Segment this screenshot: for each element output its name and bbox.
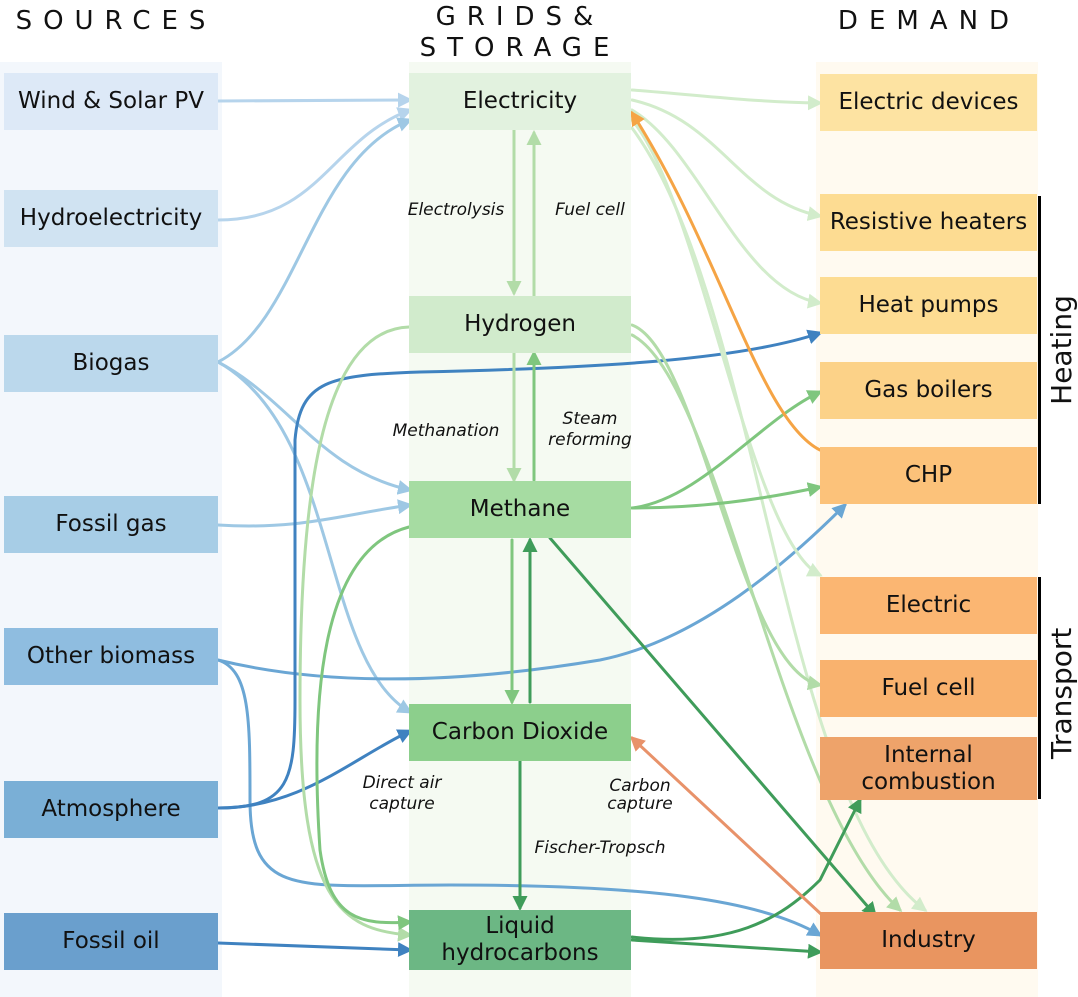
flow-liquid-to-ice [630,797,862,941]
demand-gas-boilers: Gas boilers [820,362,1037,419]
label-carbon-capture-2: capture [607,794,673,814]
flow-industry-to-co2 [629,735,824,917]
heating-bracket [1038,196,1041,504]
sources-header: SOURCES [15,6,217,36]
liquid-label-line1: Liquid [485,913,555,939]
flow-biogas-to-electricity [216,117,413,364]
grid-carbon-dioxide: Carbon Dioxide [409,704,631,761]
demand-internal-combustion: Internal combustion [820,737,1037,800]
source-hydroelectricity: Hydroelectricity [4,190,218,247]
flow-hydrogen-to-liquid [298,325,413,942]
source-fossil-gas: Fossil gas [4,496,218,553]
flow-liquid-to-industry [630,938,823,959]
flow-atmosphere-to-heatpumps [216,329,823,810]
label-carbon-capture-1: Carbon [609,776,671,796]
grid-hydrogen: Hydrogen [409,296,631,353]
demand-electric-devices: Electric devices [820,74,1037,131]
demand-resistive-heaters: Resistive heaters [820,194,1037,251]
label-direct-air-capture-1: Direct air [362,773,442,793]
flow-methane-to-industry [548,536,877,918]
liquid-label-line2: hydrocarbons [441,940,599,966]
demand-industry: Industry [820,912,1037,969]
label-steam-reforming-2: reforming [548,430,632,450]
source-fossil-oil: Fossil oil [4,913,218,970]
grid-methane: Methane [409,481,631,538]
flow-electricity-to-heatpumps [630,108,823,309]
grid-electricity: Electricity [409,73,631,130]
flow-methane-to-gasboilers [630,390,823,510]
heating-label: Heating [1045,295,1078,405]
source-other-biomass: Other biomass [4,628,218,685]
grids-header-line1: GRIDS& [435,2,605,32]
flow-atmosphere-to-co2 [216,729,413,810]
label-fischer-tropsch: Fischer-Tropsch [534,838,666,858]
flow-biogas-to-co2 [216,360,413,714]
ice-label-line1: Internal [884,741,973,768]
demand-fuel-cell: Fuel cell [820,660,1037,717]
label-methanation: Methanation [392,421,500,441]
flow-chp-to-electricity [630,110,822,452]
flow-biomass-to-industry [216,658,823,937]
flow-wind-to-electricity [216,92,413,108]
grid-liquid-hydrocarbons: Liquid hydrocarbons [409,910,631,970]
flow-methane-to-liquid [315,525,413,931]
flow-methane-to-chp [630,482,823,510]
label-fuel-cell-process: Fuel cell [555,200,625,220]
flow-electricity-to-electricdevices [630,88,823,111]
flow-electricity-to-transport [630,118,823,577]
label-steam-reforming-1: Steam [562,409,618,429]
flow-hydro-to-electricity [216,107,413,222]
demand-chp: CHP [820,447,1037,504]
demand-heat-pumps: Heat pumps [820,277,1037,334]
flow-biogas-to-methane [216,360,413,495]
flow-hydrogen-to-fuelcell [630,323,823,691]
flow-electricity-to-resistive [630,98,823,221]
transport-bracket [1038,577,1041,799]
source-biogas: Biogas [4,335,218,392]
flow-fossiloil-to-liquid [216,941,413,958]
flow-electricity-to-industry [630,126,928,912]
source-atmosphere: Atmosphere [4,781,218,838]
flow-fossilgas-to-methane [216,499,413,528]
source-wind-solar: Wind & Solar PV [4,73,218,130]
grids-header-line2: STORAGE [419,33,621,63]
transport-label: Transport [1045,627,1078,759]
demand-header: DEMAND [837,6,1021,36]
flow-hydrogen-to-industry [630,333,903,913]
label-electrolysis: Electrolysis [407,200,505,220]
demand-electric-transport: Electric [820,577,1037,634]
label-direct-air-capture-2: capture [369,794,435,814]
ice-label-line2: combustion [861,768,996,795]
